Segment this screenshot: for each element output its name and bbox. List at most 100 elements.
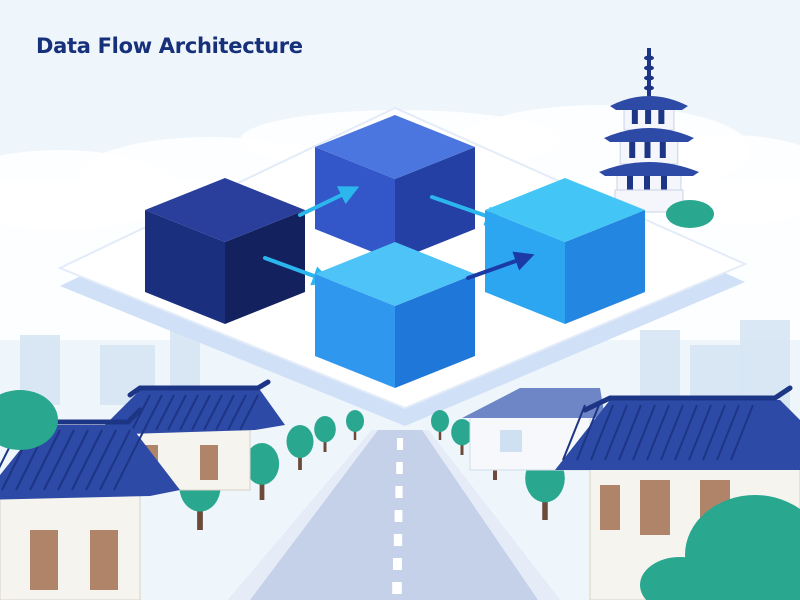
bush-left bbox=[0, 390, 58, 450]
hanok-left-front-door-2 bbox=[90, 530, 118, 590]
pagoda-window bbox=[644, 176, 650, 196]
pagoda-roof-3 bbox=[599, 162, 699, 176]
hanok-left-back-roof-tile bbox=[203, 394, 223, 431]
flow-arrow-navy-to-blue bbox=[298, 186, 360, 217]
pagoda-spire-ring-3 bbox=[644, 75, 654, 81]
hanok-right-front-roof-tile bbox=[702, 404, 726, 461]
road-lane-marking bbox=[394, 510, 403, 522]
hanok-left-back-roof-tile bbox=[155, 394, 175, 431]
tree-left-3 bbox=[286, 425, 314, 470]
road-right-kerb bbox=[422, 430, 560, 600]
hanok-right-front-roof-tile bbox=[618, 404, 642, 461]
hanok-right-front-roof-tile bbox=[632, 404, 656, 461]
pagoda-spire-ring-2 bbox=[644, 65, 654, 71]
cube-sky-right-right-face bbox=[565, 210, 645, 324]
cube-navy-source-right-face bbox=[225, 210, 305, 324]
cube-light-bottom bbox=[315, 242, 475, 388]
hanok-right-front-ridge bbox=[582, 385, 793, 413]
foreground-bushes bbox=[0, 390, 800, 600]
hanok-left-front-roof bbox=[0, 425, 180, 500]
city-building-5 bbox=[690, 345, 745, 405]
hanok-left-back-roof-tile bbox=[215, 394, 235, 431]
tree-left-3-trunk bbox=[298, 447, 302, 470]
hanok-left-front-roof-tile bbox=[29, 429, 61, 491]
tree-left-4 bbox=[244, 443, 280, 500]
diagram-title: Data Flow Architecture bbox=[36, 34, 303, 58]
hanok-left-back-ridge bbox=[127, 379, 271, 398]
road-lane-marking bbox=[395, 486, 403, 498]
pagoda-window bbox=[659, 142, 666, 158]
hanok-left-front-roof-tile bbox=[99, 429, 131, 491]
pagoda-spire-ring-4 bbox=[644, 85, 654, 91]
hanok-right-front-roof-tile bbox=[660, 404, 684, 461]
tree-right-4-trunk bbox=[542, 487, 548, 520]
hanok-left-front-door-1 bbox=[30, 530, 58, 590]
hanok-left-front-roof-tile bbox=[57, 429, 89, 491]
tree-right-2-crown bbox=[451, 419, 473, 446]
hanok-left-front-wall bbox=[0, 489, 141, 600]
tree-right-1-trunk bbox=[438, 425, 442, 440]
tree-right-1 bbox=[431, 410, 449, 440]
cube-blue-top-right-face bbox=[395, 147, 475, 261]
hanok-right-front-roof-tile bbox=[688, 404, 712, 461]
house-right-modern-window bbox=[500, 430, 522, 452]
hanok-right-front-door-1 bbox=[600, 485, 620, 530]
tree-left-1 bbox=[314, 416, 336, 452]
hanok-left-front-roof-tile bbox=[71, 429, 103, 491]
cube-navy-source-top-face bbox=[145, 178, 305, 242]
tree-left-2-crown bbox=[346, 410, 364, 432]
pagoda-tower bbox=[599, 48, 714, 228]
pagoda-window bbox=[645, 110, 652, 124]
tree-left-3-crown bbox=[286, 425, 314, 458]
hanok-left-back-roof-tile bbox=[227, 394, 247, 431]
tree-right-1-crown bbox=[431, 410, 449, 432]
road-lane-marking bbox=[393, 558, 402, 570]
hanok-right-front-roof-tile bbox=[674, 404, 698, 461]
cube-blue-top-top-face bbox=[315, 115, 475, 179]
cube-light-bottom-top-face bbox=[315, 242, 475, 306]
hanok-left-front bbox=[0, 407, 180, 600]
road-lane-marking bbox=[392, 582, 402, 594]
hanok-left-back-roof-tile bbox=[179, 394, 199, 431]
cube-light-bottom-left-face bbox=[315, 274, 395, 388]
hanok-left-front-roof-tile bbox=[85, 429, 117, 491]
tree-left-1-crown bbox=[314, 416, 336, 443]
hanok-right-front-roof-tile bbox=[604, 404, 628, 461]
hanok-left-back-roof-tile bbox=[239, 394, 259, 431]
pagoda-spire-ring-1 bbox=[644, 55, 654, 61]
hanok-left-back-roof-tile bbox=[167, 394, 187, 431]
road-lane-marking bbox=[396, 462, 403, 474]
tree-right-2-trunk bbox=[460, 437, 464, 455]
cube-navy-source-left-face bbox=[145, 210, 225, 324]
hanok-right-front-roof bbox=[555, 400, 800, 470]
pagoda-roof-1 bbox=[610, 96, 688, 110]
tree-left-2 bbox=[346, 410, 364, 440]
pagoda-roof-2 bbox=[604, 128, 694, 142]
cube-light-bottom-right-face bbox=[395, 274, 475, 388]
hanok-left-back-roof-tile bbox=[143, 394, 163, 431]
pagoda-window bbox=[627, 176, 633, 196]
tree-right-2 bbox=[451, 419, 473, 455]
road-lane-marking bbox=[393, 534, 403, 546]
cube-navy-source bbox=[145, 178, 305, 324]
pagoda-bush bbox=[666, 200, 714, 228]
hanok-right-front-roof-tile bbox=[590, 404, 614, 461]
hanok-left-front-roof-tile bbox=[113, 429, 145, 491]
hanok-left-back-roof-tile bbox=[191, 394, 211, 431]
bush-right-small bbox=[640, 557, 720, 600]
road-left-kerb bbox=[228, 430, 378, 600]
hanok-right-front-roof-tile bbox=[716, 404, 740, 461]
hanok-right-front-roof-tile bbox=[646, 404, 670, 461]
pagoda-window bbox=[661, 176, 667, 196]
street-road bbox=[228, 430, 560, 600]
road-surface bbox=[228, 430, 560, 600]
tree-left-4-trunk bbox=[259, 471, 265, 500]
hanok-right-front-roof-tile bbox=[576, 404, 600, 461]
cube-sky-right-top-face bbox=[485, 178, 645, 242]
road-lane-marking bbox=[397, 438, 403, 450]
tree-left-2-trunk bbox=[353, 425, 357, 440]
cube-sky-right bbox=[485, 178, 645, 324]
house-right-modern-roof bbox=[462, 388, 605, 418]
